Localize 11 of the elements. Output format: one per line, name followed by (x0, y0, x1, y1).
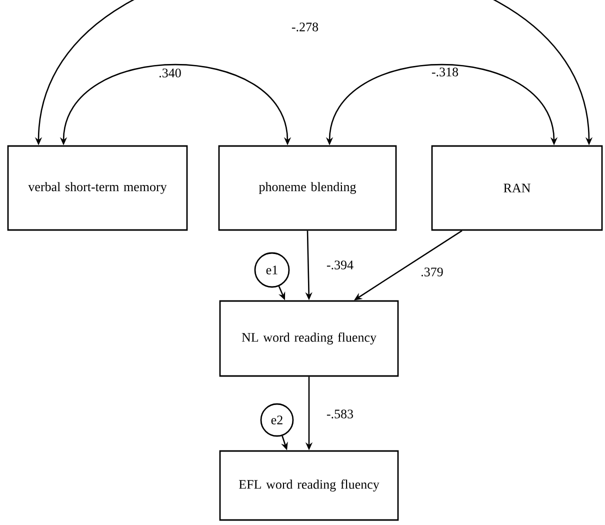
edge-label: -.278 (290, 22, 320, 32)
edge-label: .340 (158, 68, 182, 78)
edge-label: -.318 (430, 66, 460, 78)
variable-box: phoneme blending (218, 145, 397, 231)
variable-box: verbal short-term memory (7, 145, 188, 231)
edge-label: -.394 (325, 260, 355, 270)
variable-box: RAN (431, 145, 603, 231)
edge-label: -.583 (325, 408, 355, 420)
variable-box: EFL word reading fluency (219, 450, 399, 521)
variable-box: NL word reading fluency (219, 300, 399, 377)
edge-label: .379 (420, 266, 444, 278)
